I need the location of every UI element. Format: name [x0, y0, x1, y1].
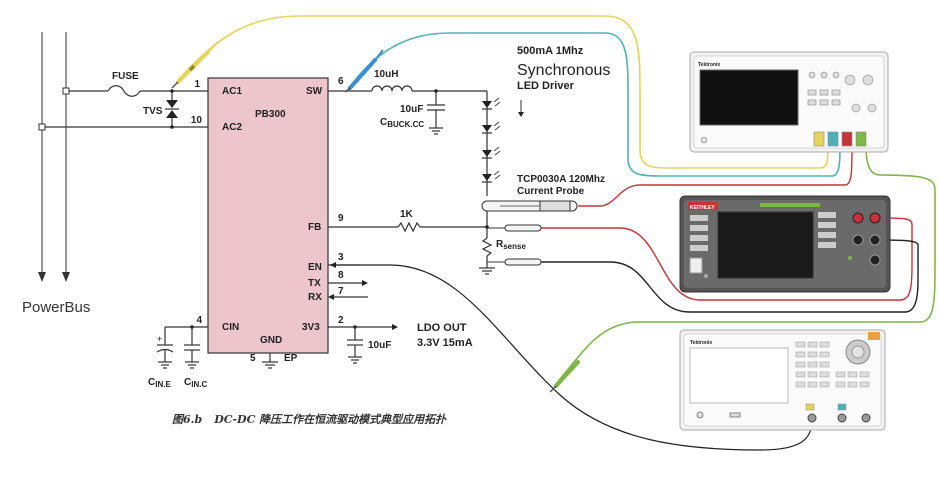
powerbus: PowerBus: [22, 32, 90, 316]
tvs-diode: [165, 89, 179, 129]
powerbus-label: PowerBus: [22, 299, 90, 316]
pin-name-rx: RX: [308, 292, 322, 303]
blue-probe-icon: [344, 49, 384, 93]
afg-brand: Tektronix: [690, 340, 712, 346]
pin-name-gnd: GND: [260, 335, 282, 346]
pin-name-ac2: AC2: [222, 122, 242, 133]
smu-terminal-red-1: [852, 212, 864, 224]
led-icon-1: [482, 97, 501, 110]
plus-sign-icon: +: [157, 334, 162, 344]
smu-terminal-black-2: [869, 234, 881, 246]
led-driver-text: LED Driver: [517, 80, 575, 92]
cbuck-name: CBUCK.CC: [380, 117, 424, 129]
chip-name: PB300: [255, 109, 286, 120]
black-en-cable: [330, 264, 813, 451]
resistor-1k-symbol: [397, 221, 421, 233]
pin-name-ac1: AC1: [222, 86, 242, 97]
pin-name-3v3: 3V3: [302, 322, 320, 333]
ldo-out-label: LDO OUT: [417, 322, 467, 334]
smu-buttons: [690, 212, 836, 251]
ldo-cap-label: 10uF: [368, 340, 391, 351]
afg-screen: [689, 347, 789, 404]
smu-screen: [717, 211, 814, 279]
pin-name-sw: SW: [306, 86, 323, 97]
smu-lead-bottom-icon: [487, 258, 542, 266]
pin-name-tx: TX: [308, 278, 321, 289]
pin-num-fb: 9: [338, 213, 344, 224]
rsense-label: Rsense: [496, 239, 526, 251]
pin-num-gnd: 5: [250, 353, 256, 364]
fuse-label: FUSE: [112, 71, 139, 82]
smu-terminal-red-2: [869, 212, 881, 224]
resistor-1k-label: 1K: [400, 209, 414, 220]
function-generator: Tektronix: [679, 329, 886, 431]
led-chain: [482, 91, 524, 196]
inductor-label: 10uH: [374, 69, 398, 80]
red-smu-cable: [540, 217, 913, 301]
oscilloscope: Tektronix: [689, 51, 889, 153]
pin-name-fb: FB: [308, 222, 321, 233]
inductor-symbol: [371, 85, 413, 92]
ldo-spec-label: 3.3V 15mA: [417, 337, 473, 349]
cin-e-label: CIN.E: [148, 377, 171, 389]
pin-name-cin: CIN: [222, 322, 239, 333]
led-spec-text: 500mA 1Mhz: [517, 45, 584, 57]
afg-output-connector: [807, 413, 817, 423]
oscilloscope-screen: [699, 69, 799, 126]
oscilloscope-knobs: [700, 71, 877, 144]
cin-e-capacitor: +: [156, 327, 174, 369]
fuse-symbol: [107, 85, 141, 97]
synchronous-text: Synchronous: [517, 62, 610, 79]
cin-c-capacitor: [184, 327, 200, 369]
pin-num-sw: 6: [338, 76, 344, 87]
led-icon-2: [482, 121, 501, 134]
black-smu-cable: [540, 239, 919, 313]
afg-keypad: [795, 341, 870, 388]
smu-terminal-black-1: [852, 234, 864, 246]
pin-num-cin: 4: [196, 315, 202, 326]
yellow-probe-cable: [177, 15, 829, 169]
pin-num-en: 3: [338, 252, 344, 263]
pin-num-3v3: 2: [338, 315, 344, 326]
smu-lead-top-icon: [487, 224, 542, 232]
green-probe-icon: [549, 360, 580, 393]
teal-probe-cable: [351, 32, 841, 177]
yellow-probe-icon: [171, 41, 219, 89]
source-measure-unit: KEITHLEY: [679, 195, 891, 293]
cin-c-label: CIN.C: [184, 377, 207, 389]
current-probe-icon: [481, 200, 578, 212]
green-afg-cable: [554, 145, 936, 386]
pin-num-ac2: 10: [191, 115, 203, 126]
cbuck-value: 10uF: [400, 104, 423, 115]
probe-type-text: Current Probe: [517, 186, 585, 197]
rsense-symbol: [481, 237, 493, 257]
cbuck-capacitor: [427, 91, 445, 135]
pb300-chip-body: [207, 77, 329, 354]
red-current-probe-cable: [578, 145, 853, 207]
oscilloscope-brand: Tektronix: [698, 62, 720, 68]
led-icon-3: [482, 146, 501, 159]
smu-brand: KEITHLEY: [690, 205, 715, 211]
ldo-capacitor: [347, 327, 363, 364]
pin-name-ep: EP: [284, 353, 298, 364]
pin-num-tx: 8: [338, 270, 344, 281]
pin-name-en: EN: [308, 262, 322, 273]
probe-model-text: TCP0030A 120Mhz: [517, 174, 605, 185]
pin-num-rx: 7: [338, 286, 344, 297]
tvs-label: TVS: [143, 106, 163, 117]
led-icon-4: [482, 170, 501, 183]
pin-num-ac1: 1: [194, 79, 200, 90]
